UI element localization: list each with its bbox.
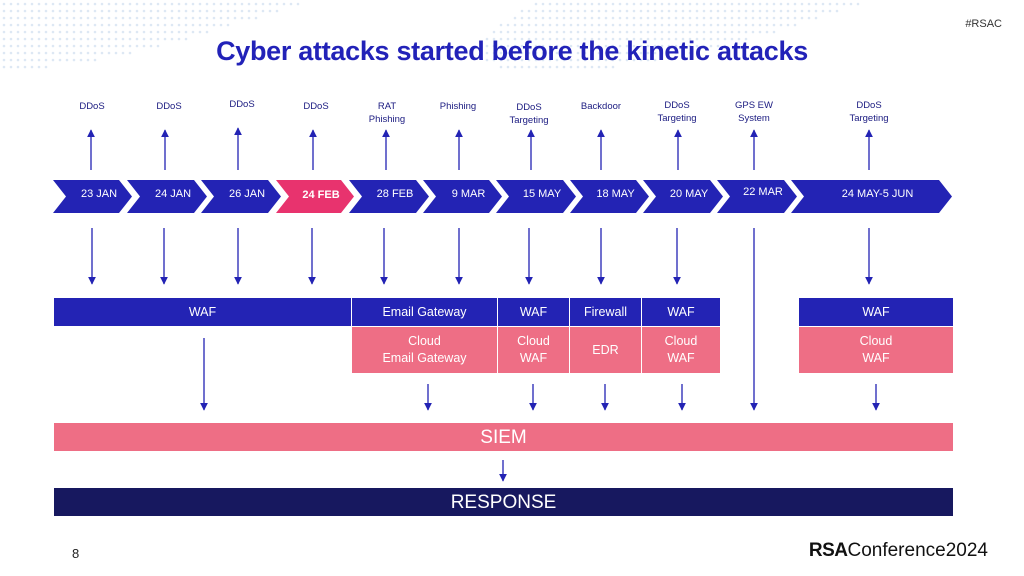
date-label: 23 JAN — [80, 188, 118, 200]
rsa-conference-logo: RSAConference2024 — [808, 540, 988, 561]
up-arrows — [87, 127, 873, 170]
timeline-chevron — [201, 180, 281, 213]
attack-label: Phishing — [439, 101, 477, 112]
timeline-chevron — [496, 180, 576, 213]
waf-box: WAF — [799, 298, 953, 326]
date-label: 26 JAN — [228, 188, 266, 200]
timeline-chevron — [570, 180, 649, 213]
date-label-highlighted: 24 FEB — [302, 189, 340, 201]
attack-label: DDoS — [303, 101, 329, 112]
timeline-chevron — [127, 180, 207, 213]
siem-bar: SIEM — [54, 423, 953, 451]
timeline-chevron-highlighted — [276, 180, 354, 213]
date-label: 24 JAN — [154, 188, 192, 200]
hashtag-label: #RSAC — [965, 18, 1002, 30]
page-number: 8 — [72, 546, 80, 561]
response-bar: RESPONSE — [54, 488, 953, 516]
waf-box: WAF — [642, 298, 720, 326]
attack-label: Backdoor — [580, 101, 622, 112]
timeline-chevron — [717, 180, 797, 213]
timeline-chevron — [423, 180, 502, 213]
waf-box: WAF — [54, 298, 351, 326]
date-label: 20 MAY — [669, 188, 709, 200]
timeline-chevron — [791, 180, 952, 213]
email-gateway-box: Email Gateway — [352, 298, 497, 326]
timeline-chevron — [53, 180, 132, 213]
date-label: 18 MAY — [596, 188, 635, 200]
date-label: 9 MAR — [451, 188, 486, 200]
edr-box: EDR — [570, 327, 641, 373]
attack-label: DDoS — [229, 99, 255, 110]
attack-label: DDoS — [79, 101, 105, 112]
date-label: 15 MAY — [522, 188, 562, 200]
waf-box: WAF — [498, 298, 569, 326]
attack-label: DDoS — [156, 101, 182, 112]
firewall-box: Firewall — [570, 298, 641, 326]
timeline-chevron — [643, 180, 723, 213]
slide-title: Cyber attacks started before the kinetic… — [216, 36, 808, 66]
date-label: 28 FEB — [376, 188, 414, 200]
date-label: 22 MAR — [743, 186, 783, 198]
timeline-chevron — [349, 180, 429, 213]
date-label: 24 MAY-5 JUN — [841, 188, 914, 200]
